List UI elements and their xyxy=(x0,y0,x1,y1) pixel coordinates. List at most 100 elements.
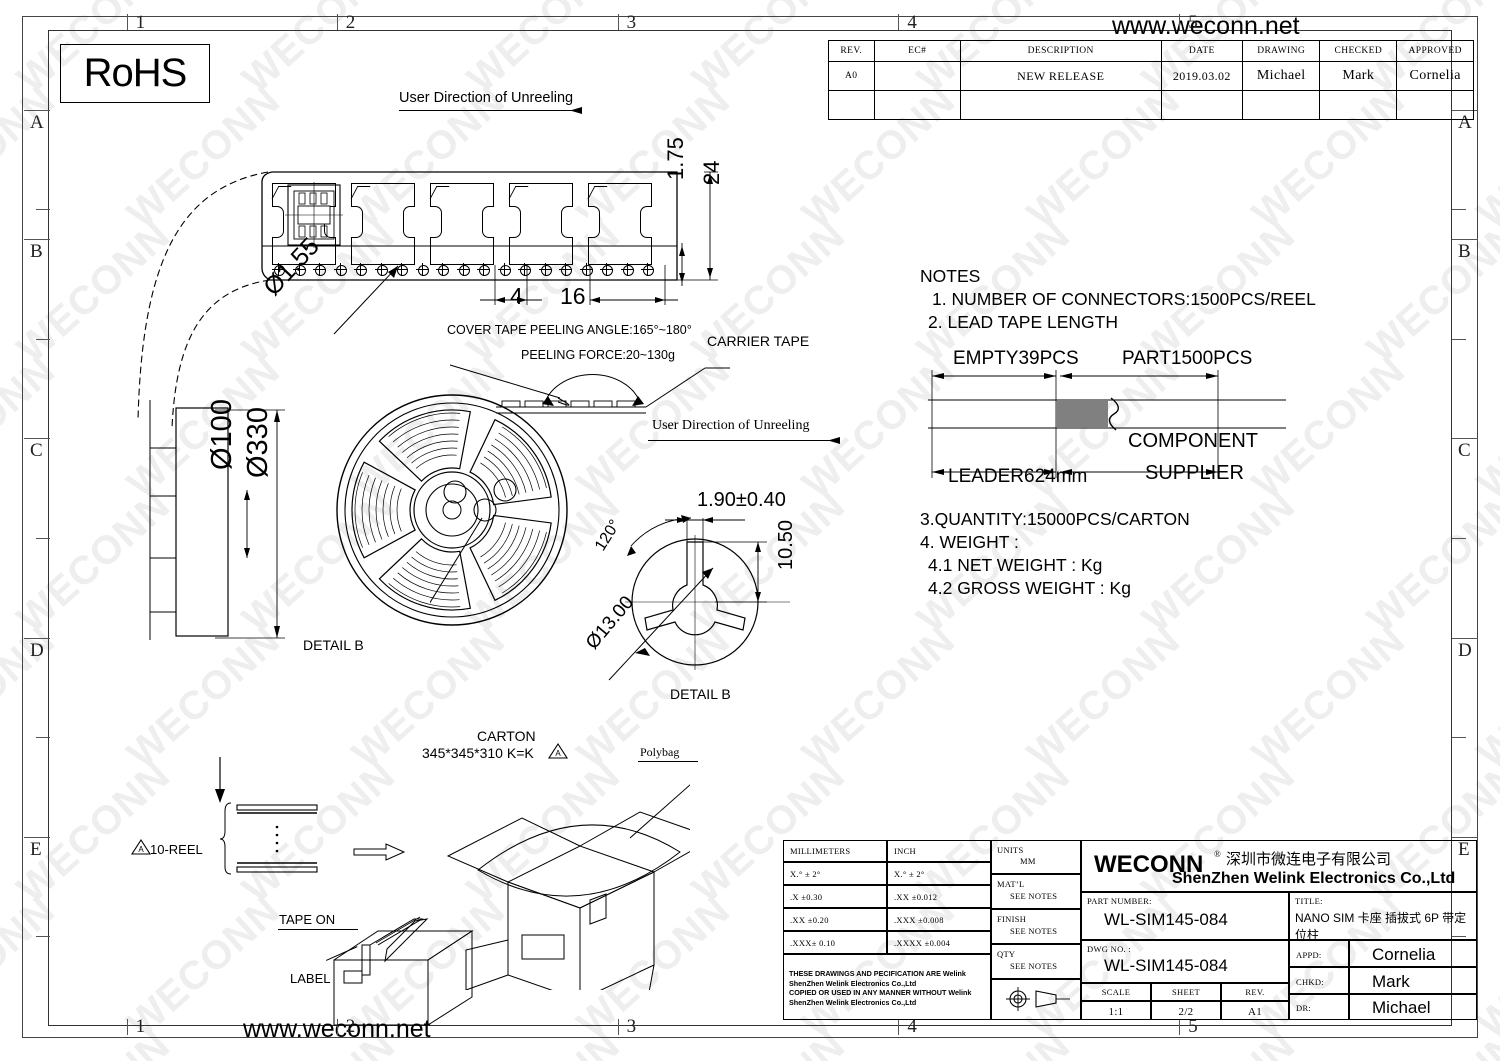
first-angle-projection-icon xyxy=(1006,987,1070,1011)
tape-outer-width-label: 24 xyxy=(699,160,724,185)
sprocket-hole xyxy=(497,263,511,276)
zone-row-tick-right-D xyxy=(1452,637,1478,639)
sprocket-hole xyxy=(518,263,531,276)
svg-text:A: A xyxy=(138,845,144,854)
note-item-4-1: 4.1 NET WEIGHT : Kg xyxy=(928,555,1103,575)
tape-pocket xyxy=(508,183,573,265)
zone-col-tick-top-3 xyxy=(617,14,619,30)
connector-symbol xyxy=(285,182,343,248)
zone-col-top-3: 3 xyxy=(626,12,637,33)
svg-text:A: A xyxy=(555,749,561,758)
appd-value-cell: Cornelia xyxy=(1349,940,1477,967)
detail-b-slot-width-label: 1.90±0.40 xyxy=(697,489,786,511)
tol-mm-row-2: .X ±0.30 xyxy=(783,885,887,908)
zone-col-bottom-5: 5 xyxy=(1188,1016,1198,1037)
finish-cell: FINISH SEE NOTES xyxy=(991,909,1081,944)
process-arrow-down-icon xyxy=(384,918,429,963)
zone-row-minor-left-4 xyxy=(36,936,50,938)
tol-mm-row-3: .XX ±0.20 xyxy=(783,908,887,931)
checked-value-2 xyxy=(1319,90,1398,120)
lead-tape-component-label: COMPONENT xyxy=(1128,430,1258,452)
title-cell: TITLE: NANO SIM 卡座 插拔式 6P 带定位柱 xyxy=(1289,892,1477,942)
tape-inner-width-label: 1.75 xyxy=(663,137,688,180)
zone-row-right-B: B xyxy=(1458,241,1471,263)
reel-count-label: 10-REEL xyxy=(150,842,203,857)
revision-row: A0 NEW RELEASE 2019.03.02 Michael Mark C… xyxy=(828,61,1474,91)
company-name-cn: 深圳市微连电子有限公司 xyxy=(1226,851,1392,868)
zone-col-bottom-3: 3 xyxy=(626,1016,637,1037)
dwg-no-cell: DWG NO. : WL-SIM145-084 xyxy=(1081,940,1289,983)
zone-row-tick-right-B xyxy=(1452,239,1478,241)
revision-table-header-row: REV. EC# DESCRIPTION DATE DRAWING CHECKE… xyxy=(828,40,1474,62)
unreel-arrow-line-bottom xyxy=(648,440,834,441)
tape-width-dimension-lines xyxy=(676,171,718,286)
unreel-arrow-head-bottom xyxy=(828,437,840,444)
closed-carton-diagram xyxy=(333,916,474,1026)
tol-inch-row-2: .XX ±0.012 xyxy=(887,885,991,908)
tape-pockets-group xyxy=(271,173,672,278)
disclaimer-line-3: COPIED OR USED IN ANY MANNER WITHOUT Wel… xyxy=(789,988,972,998)
zone-row-tick-right-C xyxy=(1452,438,1478,440)
projection-symbol-cell xyxy=(991,979,1081,1020)
scale-value-cell: 1:1 xyxy=(1081,1001,1151,1020)
pocket-corner-chamfer xyxy=(587,186,608,199)
sprocket-hole xyxy=(538,263,552,276)
lead-tape-part-label: PART1500PCS xyxy=(1122,348,1253,369)
unreel-arrow-line-top xyxy=(399,110,577,111)
date-value-2 xyxy=(1160,90,1244,120)
rohs-label: RoHS xyxy=(83,51,188,95)
note-item-4: 4. WEIGHT : xyxy=(920,532,1019,552)
sprocket-hole xyxy=(456,263,470,276)
zone-col-tick-bottom-5 xyxy=(1179,1019,1181,1035)
lead-tape-empty-label: EMPTY39PCS xyxy=(953,348,1079,369)
polybag-leader-line xyxy=(638,761,698,762)
reel-spokes xyxy=(335,388,570,633)
unreel-direction-label-bottom: User Direction of Unreeling xyxy=(652,418,810,433)
title-block: MILLIMETERS INCH X.° ± 2° X.° ± 2° .X ±0… xyxy=(783,840,1477,1020)
zone-col-top-2: 2 xyxy=(345,12,356,33)
sprocket-hole xyxy=(333,263,347,276)
detail-b-leader-reel xyxy=(430,478,517,604)
note-item-1: 1. NUMBER OF CONNECTORS:1500PCS/REEL xyxy=(932,289,1316,309)
dr-value-cell: Michael xyxy=(1349,994,1477,1020)
note-item-2: 2. LEAD TAPE LENGTH xyxy=(928,312,1118,332)
unreel-arrow-head-top xyxy=(570,107,582,114)
zone-row-left-B: B xyxy=(30,241,43,263)
zone-row-left-D: D xyxy=(30,639,44,661)
rev-label-cell: REV. xyxy=(1221,983,1289,1001)
zone-col-tick-bottom-1 xyxy=(126,1019,128,1035)
sprocket-hole xyxy=(395,263,408,276)
sheet-value-cell: 2/2 xyxy=(1151,1001,1221,1020)
tol-inch-row-1: X.° ± 2° xyxy=(887,862,991,885)
zone-row-minor-left-3 xyxy=(36,737,50,739)
zone-col-bottom-2: 2 xyxy=(345,1016,356,1037)
detail-b-radius-label: 10.50 xyxy=(775,519,797,570)
zone-row-minor-right-3 xyxy=(1452,737,1466,739)
zone-row-right-D: D xyxy=(1458,639,1472,661)
reel-front-view xyxy=(336,394,568,626)
reel-side-view xyxy=(149,400,229,640)
reel-spoke-sectors xyxy=(351,409,552,611)
registered-mark-icon: ® xyxy=(1214,849,1221,859)
note-item-3: 3.QUANTITY:15000PCS/CARTON xyxy=(920,509,1190,529)
approved-col-header: APPROVED xyxy=(1396,40,1474,62)
reel-inner-diameter-label: Ø100 xyxy=(206,399,238,470)
zone-col-bottom-4: 4 xyxy=(907,1016,917,1037)
tol-mm-header: MILLIMETERS xyxy=(783,840,887,862)
process-arrow-icon xyxy=(353,843,406,861)
zone-row-minor-right-4 xyxy=(1452,936,1466,938)
sprocket-hole xyxy=(272,263,285,276)
warning-triangle-icon-carton: A xyxy=(547,742,569,759)
approved-value-2 xyxy=(1396,90,1474,120)
tol-inch-row-3: .XXX ±0.008 xyxy=(887,908,991,931)
drawing-col-header: DRAWING xyxy=(1242,40,1321,62)
zone-row-tick-right-E xyxy=(1452,836,1478,838)
zone-row-minor-right-0 xyxy=(1452,209,1466,211)
zone-col-bottom-1: 1 xyxy=(135,1016,146,1037)
date-col-header: DATE xyxy=(1160,40,1244,62)
revision-table: REV. EC# DESCRIPTION DATE DRAWING CHECKE… xyxy=(828,40,1474,120)
sheet-label-cell: SHEET xyxy=(1151,983,1221,1001)
unreel-direction-label-top: User Direction of Unreeling xyxy=(399,90,574,106)
zone-col-tick-bottom-4 xyxy=(898,1019,900,1035)
pocket-corner-chamfer xyxy=(350,186,371,199)
